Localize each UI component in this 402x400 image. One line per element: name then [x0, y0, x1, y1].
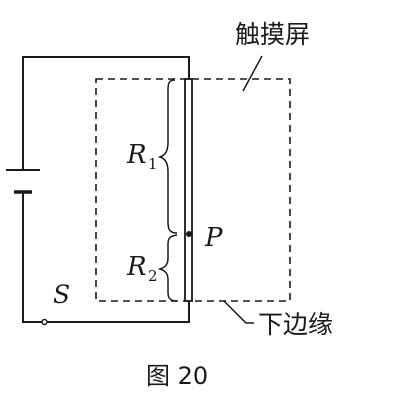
- point-p-dot: [186, 231, 192, 237]
- r1-subscript: 1: [148, 155, 158, 173]
- r2-brace: [157, 234, 178, 302]
- bottom-edge-label: 下边缘: [258, 310, 333, 339]
- r1-label: R: [126, 140, 147, 170]
- figure-caption: 图 20: [146, 362, 208, 390]
- touch-screen-leader: [242, 55, 263, 92]
- touch-screen-label: 触摸屏: [235, 20, 310, 49]
- resistive-strip: [184, 78, 193, 302]
- bottom-wire: [47, 301, 190, 323]
- left-bottom-wire: [22, 192, 42, 323]
- bottom-edge-leader: [223, 300, 254, 324]
- point-p-label: P: [204, 223, 223, 253]
- switch-terminal: [41, 318, 48, 326]
- switch-s-label: S: [53, 280, 70, 309]
- r2-label: R: [126, 252, 147, 282]
- touch-screen-outline: [95, 78, 291, 302]
- r1-brace: [157, 79, 178, 234]
- top-wire: [22, 56, 190, 170]
- r2-subscript: 2: [148, 267, 158, 285]
